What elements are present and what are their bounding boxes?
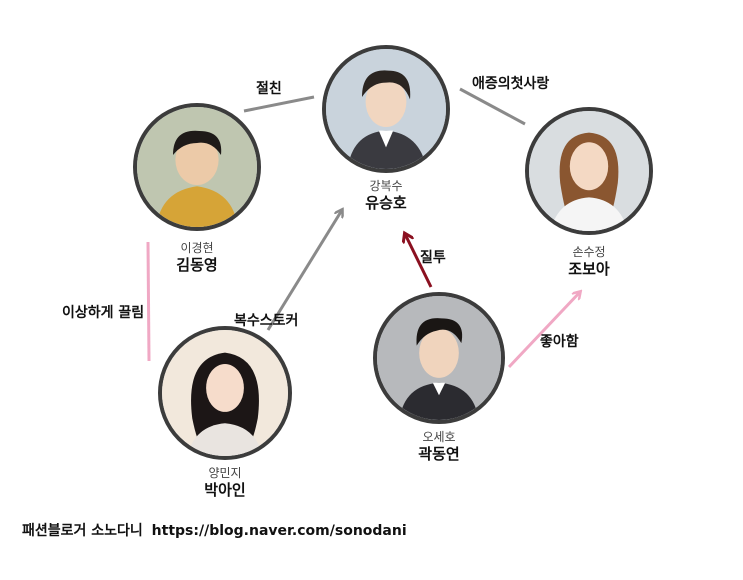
actor-name: 조보아 (568, 260, 610, 278)
portrait-park-ah-in (158, 326, 292, 460)
actor-name: 박아인 (204, 481, 246, 499)
footer-blog-url[interactable]: https://blog.naver.com/sonodani (151, 523, 407, 539)
relation-label-yoo-jo: 애증의첫사랑 (472, 76, 550, 92)
portrait-jo-bo-ah (525, 107, 653, 235)
person-kim-dong-young: 이경현 김동영 (127, 103, 267, 275)
actor-name: 김동영 (176, 256, 218, 274)
edge-kwak-jo (507, 292, 580, 369)
person-jo-bo-ah: 손수정 조보아 (519, 107, 659, 279)
relation-label-kwak-yoo: 질투 (420, 250, 446, 266)
edge-kim-park (146, 241, 151, 362)
actor-name: 유승호 (365, 194, 407, 212)
role-name: 강복수 (369, 179, 403, 193)
edge-kwak-yoo (405, 234, 433, 288)
person-kwak-dong-yeon: 오세호 곽동연 (369, 292, 509, 464)
portrait-kim-dong-young (133, 103, 261, 231)
person-park-ah-in: 양민지 박아인 (155, 326, 295, 500)
role-name: 양민지 (208, 466, 242, 480)
relation-label-park-yoo: 복수스토커 (234, 313, 299, 329)
relation-label-kwak-jo: 좋아함 (540, 334, 579, 350)
edge-park-yoo (266, 210, 342, 331)
portrait-yoo-seung-ho (322, 45, 450, 173)
edge-kim-yoo (243, 95, 315, 113)
edge-yoo-jo (459, 87, 526, 126)
role-name: 손수정 (572, 245, 606, 259)
role-name: 오세호 (422, 430, 456, 444)
footer-blog-name: 패션블로거 소노다니 (22, 523, 143, 539)
footer-credit: 패션블로거 소노다니 https://blog.naver.com/sonoda… (22, 520, 407, 540)
role-name: 이경현 (180, 241, 214, 255)
relation-label-kim-yoo: 절친 (256, 81, 282, 97)
actor-name: 곽동연 (418, 445, 460, 463)
portrait-kwak-dong-yeon (373, 292, 505, 424)
relation-label-kim-park: 이상하게 끌림 (62, 305, 145, 321)
person-yoo-seung-ho: 강복수 유승호 (316, 45, 456, 213)
